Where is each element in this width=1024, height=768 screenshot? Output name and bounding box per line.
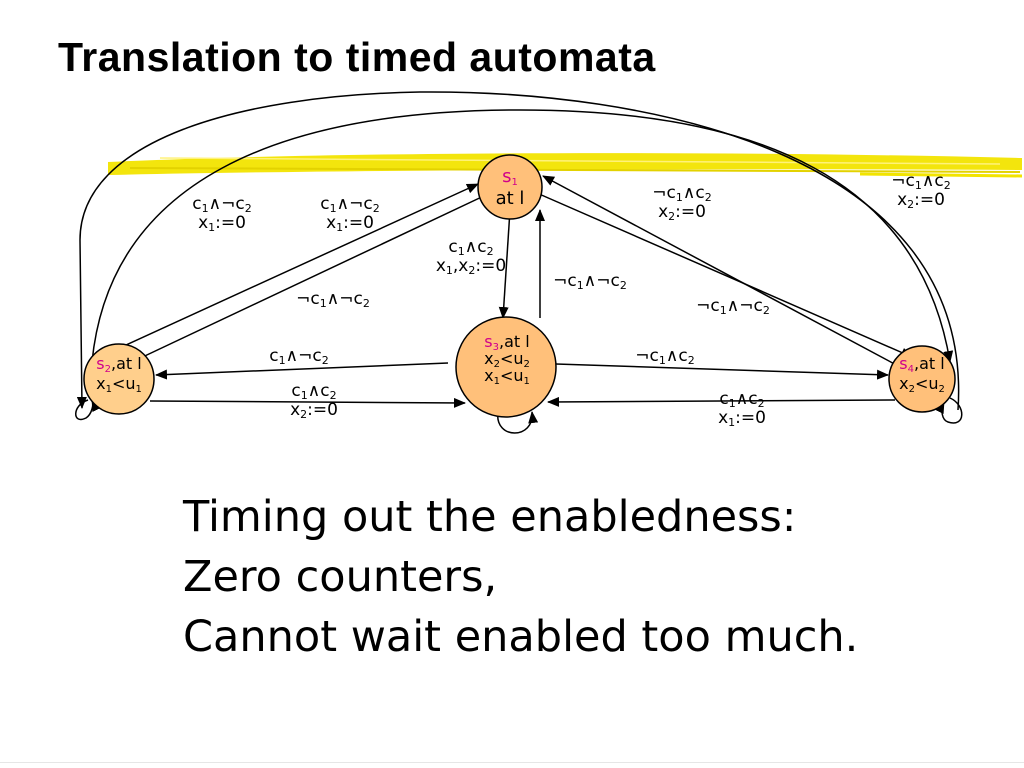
state-s3-label: s3,at l x2<u2 x1<u1	[484, 332, 530, 387]
edge-label-s2-s1-guard: c1∧¬c2 x1:=0	[192, 194, 252, 234]
edge-label-s4-s1-nn-guard: ¬c1∧¬c2	[696, 296, 770, 317]
state-s1-node	[477, 154, 543, 220]
edge-s3-to-s2	[155, 362, 449, 380]
state-s3-node	[455, 316, 557, 418]
edge-arc-inner	[91, 109, 954, 363]
edge-s1-to-s3	[498, 209, 511, 319]
edge-s4-to-s3	[547, 396, 896, 407]
highlighter-stroke	[108, 153, 1023, 178]
body-text: Timing out the enabledness: Zero counter…	[183, 487, 858, 667]
edge-s2-to-s3	[149, 397, 466, 408]
state-s4-label: s4,at l x2<u2	[899, 354, 945, 395]
edge-s3-to-s4	[555, 363, 889, 380]
state-s1-label: s1 at l	[495, 166, 525, 209]
edge-s1-to-s4	[529, 189, 913, 358]
edge-label-s2-s3-guard: c1∧c2 x2:=0	[290, 381, 338, 421]
edge-s2-to-s1	[114, 183, 479, 351]
edge-label-s3-s1-guard: ¬c1∧¬c2	[553, 271, 627, 292]
edge-label-s4-s3-guard: c1∧c2 x1:=0	[718, 389, 766, 429]
edge-s1-to-s2	[131, 193, 489, 363]
body-line: Timing out the enabledness:	[183, 492, 797, 542]
state-s4-node	[888, 345, 956, 413]
edge-label-s3-s4-guard: ¬c1∧c2	[635, 346, 695, 367]
edge-arc-outer	[76, 91, 960, 411]
body-line: Cannot wait enabled too much.	[183, 612, 859, 662]
bottom-divider	[0, 762, 1024, 763]
self-loop-s4	[934, 397, 963, 424]
edge-label-arc-guard: ¬c1∧c2 x2:=0	[891, 171, 951, 211]
state-s2-label: s2,at l x1<u1	[96, 354, 142, 395]
edge-label-s3-s2-guard: c1∧¬c2	[269, 346, 329, 367]
self-loop-s2	[75, 399, 102, 421]
edge-s4-to-s1	[542, 175, 903, 369]
edge-label-s2-s1-nn-guard: ¬c1∧¬c2	[296, 289, 370, 310]
edge-label-s1-s2-guard: c1∧¬c2 x1:=0	[320, 194, 380, 234]
body-line: Zero counters,	[183, 552, 498, 602]
state-s2-node	[83, 343, 155, 415]
slide-title: Translation to timed automata	[58, 34, 656, 80]
self-loop-s3	[497, 411, 539, 434]
edge-label-s1-s3-guard: c1∧c2 x1,x2:=0	[435, 237, 507, 277]
edge-label-s1-s4-guard: ¬c1∧c2 x2:=0	[652, 183, 712, 223]
